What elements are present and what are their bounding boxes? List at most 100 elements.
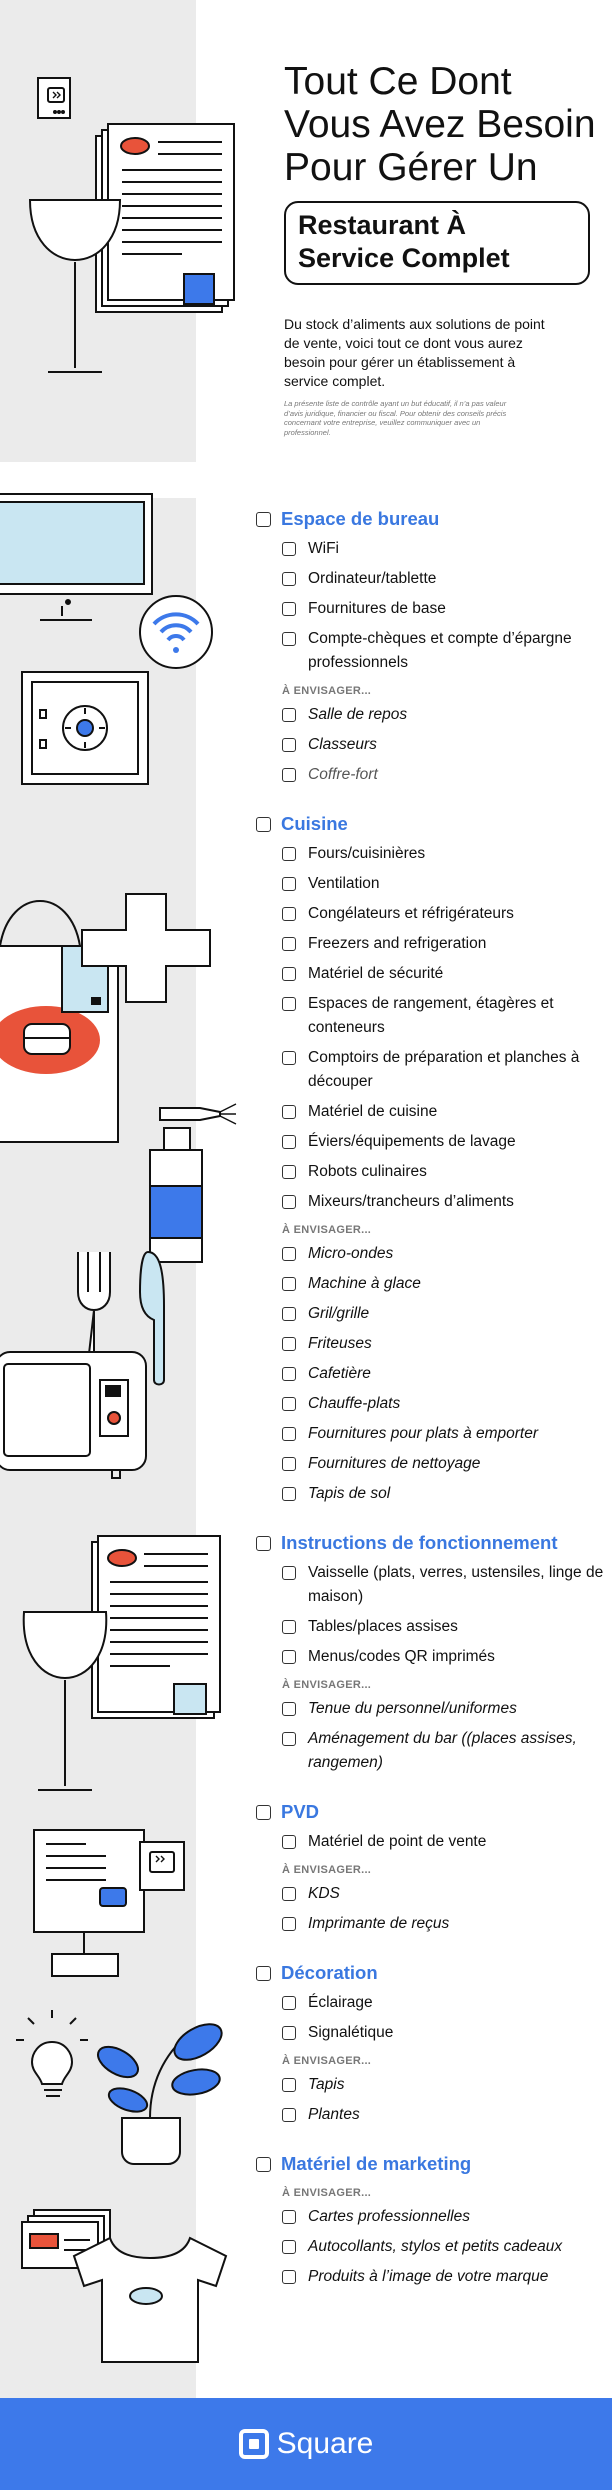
item-checkbox[interactable] xyxy=(282,708,296,722)
section-checkbox[interactable] xyxy=(256,1535,271,1551)
item-checkbox[interactable] xyxy=(282,1247,296,1261)
item-label: Cartes professionnelles xyxy=(308,2208,470,2225)
checklist-item: Ordinateur/tablette xyxy=(282,567,608,591)
checklist-item: Freezers and refrigeration xyxy=(282,932,608,956)
item-checkbox[interactable] xyxy=(282,2270,296,2284)
item-checkbox[interactable] xyxy=(282,1195,296,1209)
item-checkbox[interactable] xyxy=(282,1135,296,1149)
item-checkbox[interactable] xyxy=(282,2240,296,2254)
item-checkbox[interactable] xyxy=(282,632,296,646)
checklist-item: Tapis de sol xyxy=(282,1482,608,1506)
item-checkbox[interactable] xyxy=(282,768,296,782)
section-title: Cuisine xyxy=(281,813,348,834)
item-checkbox[interactable] xyxy=(282,997,296,1011)
section-header: Matériel de marketing xyxy=(256,2151,608,2177)
item-label: Coffre-fort xyxy=(308,766,378,783)
checklist-item: Espaces de rangement, étagères et conten… xyxy=(282,992,608,1040)
item-checkbox[interactable] xyxy=(282,877,296,891)
required-items-list: Matériel de point de vente xyxy=(282,1830,608,1854)
item-checkbox[interactable] xyxy=(282,1732,296,1746)
checklist-item: Fournitures de base xyxy=(282,597,608,621)
checklist-item: Éviers/équipements de lavage xyxy=(282,1130,608,1154)
section-checkbox[interactable] xyxy=(256,816,271,832)
band-separator xyxy=(0,462,196,498)
item-checkbox[interactable] xyxy=(282,572,296,586)
left-illustration-band xyxy=(0,0,196,2398)
item-checkbox[interactable] xyxy=(282,1650,296,1664)
item-label: Mixeurs/trancheurs d’aliments xyxy=(308,1193,514,1210)
consider-label: À ENVISAGER... xyxy=(282,1679,372,1691)
disclaimer: La présente liste de contrôle ayant un b… xyxy=(284,399,507,437)
checklist-item: Machine à glace xyxy=(282,1272,608,1296)
item-checkbox[interactable] xyxy=(282,907,296,921)
checklist-item: WiFi xyxy=(282,537,608,561)
item-checkbox[interactable] xyxy=(282,2108,296,2122)
item-checkbox[interactable] xyxy=(282,1397,296,1411)
item-label: Aménagement du bar ((places assises, ran… xyxy=(308,1730,577,1771)
item-label: Comptoirs de préparation et planches à d… xyxy=(308,1049,580,1090)
checklist-item: Éclairage xyxy=(282,1991,608,2015)
item-checkbox[interactable] xyxy=(282,1105,296,1119)
item-checkbox[interactable] xyxy=(282,2078,296,2092)
item-label: Tapis de sol xyxy=(308,1485,391,1502)
item-checkbox[interactable] xyxy=(282,937,296,951)
item-checkbox[interactable] xyxy=(282,1996,296,2010)
checklist-item: Matériel de point de vente xyxy=(282,1830,608,1854)
item-label: Congélateurs et réfrigérateurs xyxy=(308,905,514,922)
item-checkbox[interactable] xyxy=(282,1051,296,1065)
section-header: Cuisine xyxy=(256,811,608,837)
item-label: Matériel de sécurité xyxy=(308,965,444,982)
checklist-item: Tables/places assises xyxy=(282,1615,608,1639)
item-label: Ventilation xyxy=(308,875,380,892)
item-checkbox[interactable] xyxy=(282,2026,296,2040)
item-checkbox[interactable] xyxy=(282,847,296,861)
item-label: Ordinateur/tablette xyxy=(308,570,437,587)
item-checkbox[interactable] xyxy=(282,542,296,556)
item-checkbox[interactable] xyxy=(282,1702,296,1716)
checklist-item: KDS xyxy=(282,1882,608,1906)
item-checkbox[interactable] xyxy=(282,1277,296,1291)
section-checkbox[interactable] xyxy=(256,1804,271,1820)
item-checkbox[interactable] xyxy=(282,967,296,981)
item-checkbox[interactable] xyxy=(282,1367,296,1381)
footer: Square xyxy=(0,2398,612,2490)
item-checkbox[interactable] xyxy=(282,1917,296,1931)
item-label: Tenue du personnel/uniformes xyxy=(308,1700,517,1717)
item-checkbox[interactable] xyxy=(282,1307,296,1321)
item-checkbox[interactable] xyxy=(282,1337,296,1351)
item-checkbox[interactable] xyxy=(282,1427,296,1441)
checklist-item: Tapis xyxy=(282,2073,608,2097)
item-checkbox[interactable] xyxy=(282,602,296,616)
checklist-item: Classeurs xyxy=(282,733,608,757)
checklist-item: Congélateurs et réfrigérateurs xyxy=(282,902,608,926)
item-checkbox[interactable] xyxy=(282,1566,296,1580)
item-checkbox[interactable] xyxy=(282,2210,296,2224)
item-label: Menus/codes QR imprimés xyxy=(308,1648,495,1665)
checklist-item: Imprimante de reçus xyxy=(282,1912,608,1936)
item-label: Fournitures de nettoyage xyxy=(308,1455,481,1472)
item-checkbox[interactable] xyxy=(282,1835,296,1849)
item-label: Plantes xyxy=(308,2106,360,2123)
checklist-item: Mixeurs/trancheurs d’aliments xyxy=(282,1190,608,1214)
item-checkbox[interactable] xyxy=(282,1165,296,1179)
section-checkbox[interactable] xyxy=(256,2156,271,2172)
item-checkbox[interactable] xyxy=(282,738,296,752)
title-highlight-text: Restaurant À Service Complet xyxy=(298,210,510,273)
checklist-item: Cafetière xyxy=(282,1362,608,1386)
section-title: PVD xyxy=(281,1801,320,1822)
section-checkbox[interactable] xyxy=(256,511,271,527)
item-checkbox[interactable] xyxy=(282,1457,296,1471)
section-checkbox[interactable] xyxy=(256,1965,271,1981)
item-label: Micro-ondes xyxy=(308,1245,394,1262)
item-checkbox[interactable] xyxy=(282,1620,296,1634)
item-label: Fournitures de base xyxy=(308,600,446,617)
item-checkbox[interactable] xyxy=(282,1487,296,1501)
item-checkbox[interactable] xyxy=(282,1887,296,1901)
